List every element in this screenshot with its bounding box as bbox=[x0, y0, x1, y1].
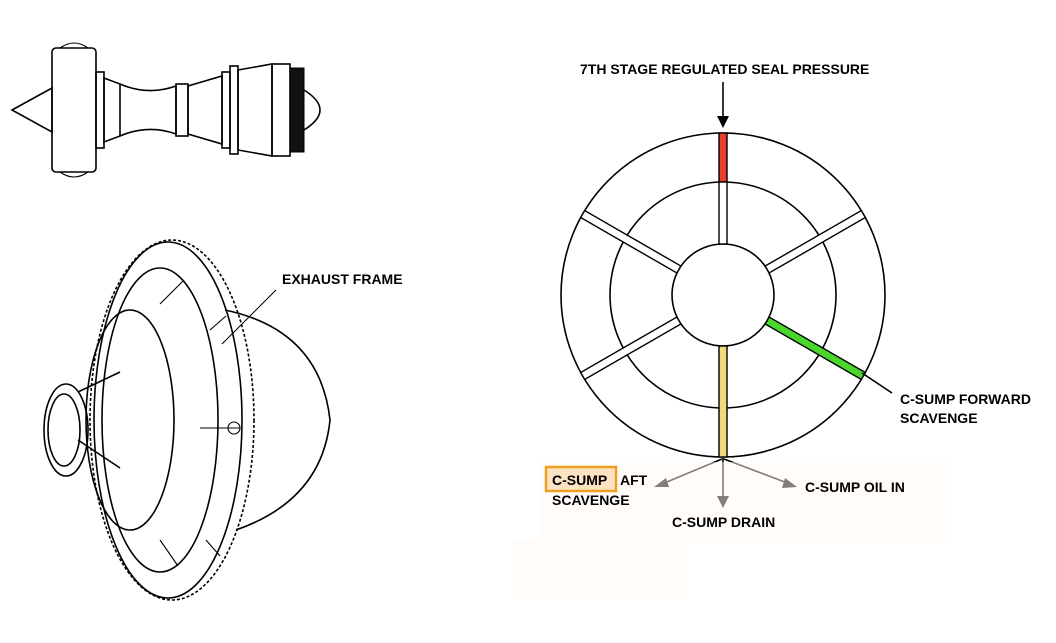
forward-scavenge-label-line1: C-SUMP FORWARD bbox=[900, 391, 1031, 407]
exhaust-frame-leader bbox=[221, 289, 277, 345]
sump-cross-section bbox=[560, 82, 893, 508]
engine-side-view bbox=[10, 42, 321, 178]
aft-scavenge-highlight-text: C-SUMP bbox=[552, 472, 607, 488]
seal-pressure-strut-inner bbox=[718, 181, 728, 245]
exhaust-frame-label: EXHAUST FRAME bbox=[282, 271, 403, 287]
oil-in-label: C-SUMP OIL IN bbox=[805, 479, 905, 495]
seal-pressure-strut bbox=[718, 132, 728, 183]
strut-upper-left bbox=[579, 209, 682, 274]
drain-strut bbox=[718, 345, 728, 458]
drain-label: C-SUMP DRAIN bbox=[672, 514, 775, 530]
seal-pressure-label: 7TH STAGE REGULATED SEAL PRESSURE bbox=[580, 61, 869, 77]
forward-scavenge-label-line2: SCAVENGE bbox=[900, 410, 978, 426]
forward-scavenge-strut bbox=[764, 316, 867, 381]
forward-scavenge-strut-group bbox=[764, 316, 867, 381]
aft-scavenge-label-rest: AFT bbox=[620, 472, 648, 488]
exhaust-frame-drawing bbox=[43, 239, 331, 601]
strut-upper-right bbox=[764, 209, 867, 274]
strut-lower-left bbox=[579, 316, 682, 381]
aft-scavenge-highlight-box[interactable] bbox=[544, 465, 618, 493]
aft-scavenge-label-line2: SCAVENGE bbox=[552, 492, 630, 508]
